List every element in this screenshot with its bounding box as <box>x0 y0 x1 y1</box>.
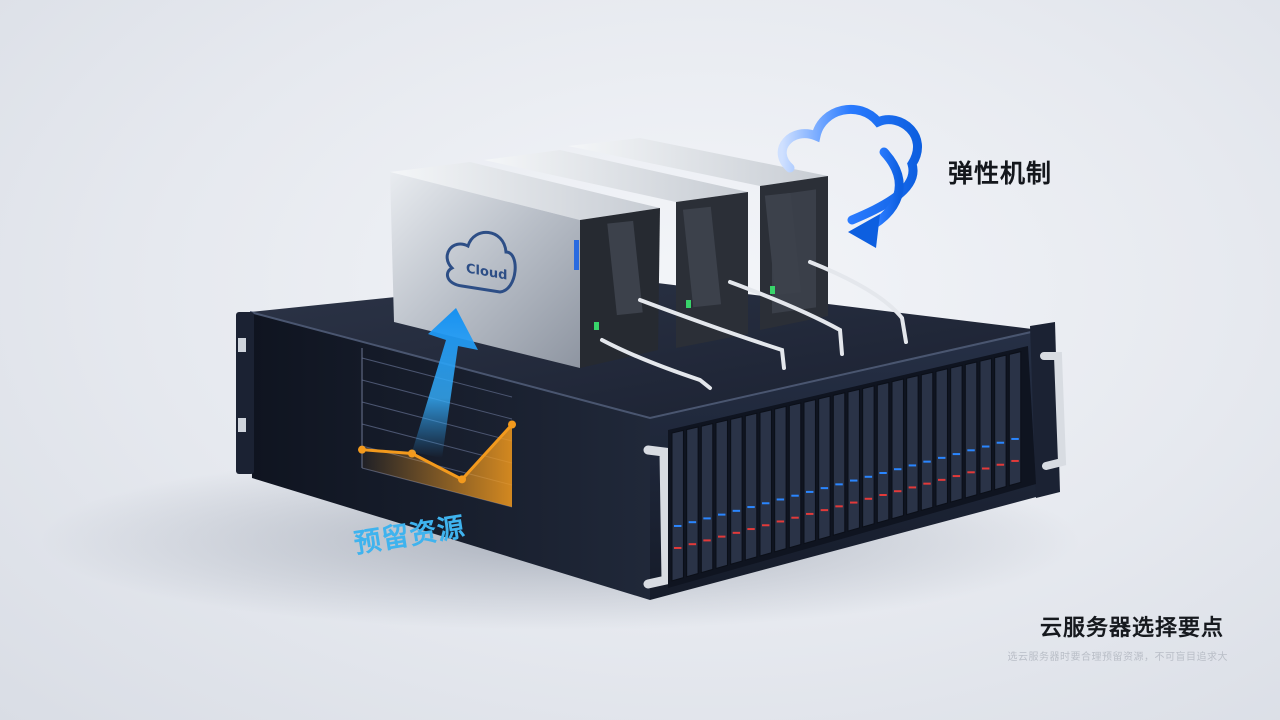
drive-led-red <box>938 478 946 481</box>
drive-bay <box>832 392 846 536</box>
drive-led-blue <box>982 445 990 448</box>
drive-led-blue <box>952 453 961 456</box>
drive-led-blue <box>791 494 799 497</box>
drive-bay <box>671 429 684 582</box>
cables <box>600 260 908 390</box>
drive-led-red <box>791 516 799 519</box>
drive-led-blue <box>718 513 726 516</box>
drive-bay <box>906 375 919 516</box>
drive-bay <box>979 357 992 495</box>
drive-led-red <box>688 543 697 546</box>
drive-led-red <box>835 505 843 508</box>
drive-led-red <box>806 512 814 515</box>
server-node-1 <box>390 162 802 368</box>
drive-bay <box>994 354 1007 491</box>
drive-bay <box>920 371 934 512</box>
drive-led-red <box>820 509 829 512</box>
series-line <box>361 423 514 482</box>
drive-led-blue <box>688 521 697 524</box>
drive-led-blue <box>1011 437 1019 440</box>
drive-led-blue <box>806 490 814 493</box>
drive-led-blue <box>674 524 682 527</box>
drive-bay <box>774 405 787 553</box>
drive-led-blue <box>967 449 975 452</box>
drive-led-red <box>982 467 990 470</box>
drive-bay <box>950 364 963 503</box>
drive-bay <box>686 426 699 578</box>
drive-led-blue <box>835 483 843 486</box>
drive-bay <box>1008 351 1022 487</box>
drive-led-red <box>776 520 785 523</box>
drive-led-blue <box>894 468 902 471</box>
drive-led-red <box>923 482 931 485</box>
drive-led-red <box>864 497 873 500</box>
drive-led-red <box>996 463 1005 466</box>
drive-bay <box>964 361 978 499</box>
drive-bay <box>759 409 772 557</box>
drive-led-red <box>894 490 902 493</box>
drive-led-blue <box>996 441 1005 444</box>
drive-led-blue <box>850 479 858 482</box>
drive-led-red <box>967 471 975 474</box>
drive-led-blue <box>703 517 711 520</box>
drive-bay <box>788 402 802 549</box>
area-fill <box>362 424 512 507</box>
drive-led-red <box>879 493 887 496</box>
drive-bay <box>876 381 890 524</box>
drive-led-blue <box>820 487 829 490</box>
drive-bay <box>818 395 831 541</box>
drive-led-red <box>908 486 917 489</box>
drive-led-red <box>674 546 682 549</box>
drive-bay <box>730 416 743 565</box>
drive-led-blue <box>864 475 873 478</box>
data-point <box>458 475 466 484</box>
page-title: 云服务器选择要点 <box>1039 616 1224 641</box>
drive-bay <box>744 412 758 561</box>
drive-bay <box>935 368 948 507</box>
drive-led-red <box>762 524 770 527</box>
drive-led-red <box>718 535 726 538</box>
drive-bay <box>862 385 875 528</box>
elastic-arrow-head <box>848 214 880 248</box>
drive-led-red <box>732 531 741 534</box>
drive-bay <box>803 398 816 545</box>
drive-led-blue <box>923 460 931 463</box>
drive-led-blue <box>762 502 770 505</box>
drive-led-red <box>703 539 711 542</box>
drive-led-blue <box>747 506 755 509</box>
drive-bays <box>671 351 1022 582</box>
data-point <box>358 445 366 454</box>
page-subtitle: 选云服务器时要合理预留资源，不可盲目追求大 <box>1007 652 1228 663</box>
data-point <box>508 420 516 429</box>
drive-led-red <box>1011 459 1019 462</box>
drive-led-blue <box>879 471 887 474</box>
drive-led-red <box>850 501 858 504</box>
growth-arrow-icon <box>412 308 478 458</box>
drive-led-blue <box>938 456 946 459</box>
elastic-mechanism-label: 弹性机制 <box>948 159 1053 188</box>
drive-bay <box>715 419 728 570</box>
drive-led-blue <box>776 498 785 501</box>
drive-bay <box>700 422 714 574</box>
drive-led-red <box>747 528 755 531</box>
drive-led-blue <box>732 509 741 512</box>
drive-bay <box>847 388 860 532</box>
cloud-icon <box>445 230 517 294</box>
drive-bay <box>891 378 904 520</box>
drive-led-red <box>952 475 961 478</box>
drive-led-blue <box>908 464 917 467</box>
